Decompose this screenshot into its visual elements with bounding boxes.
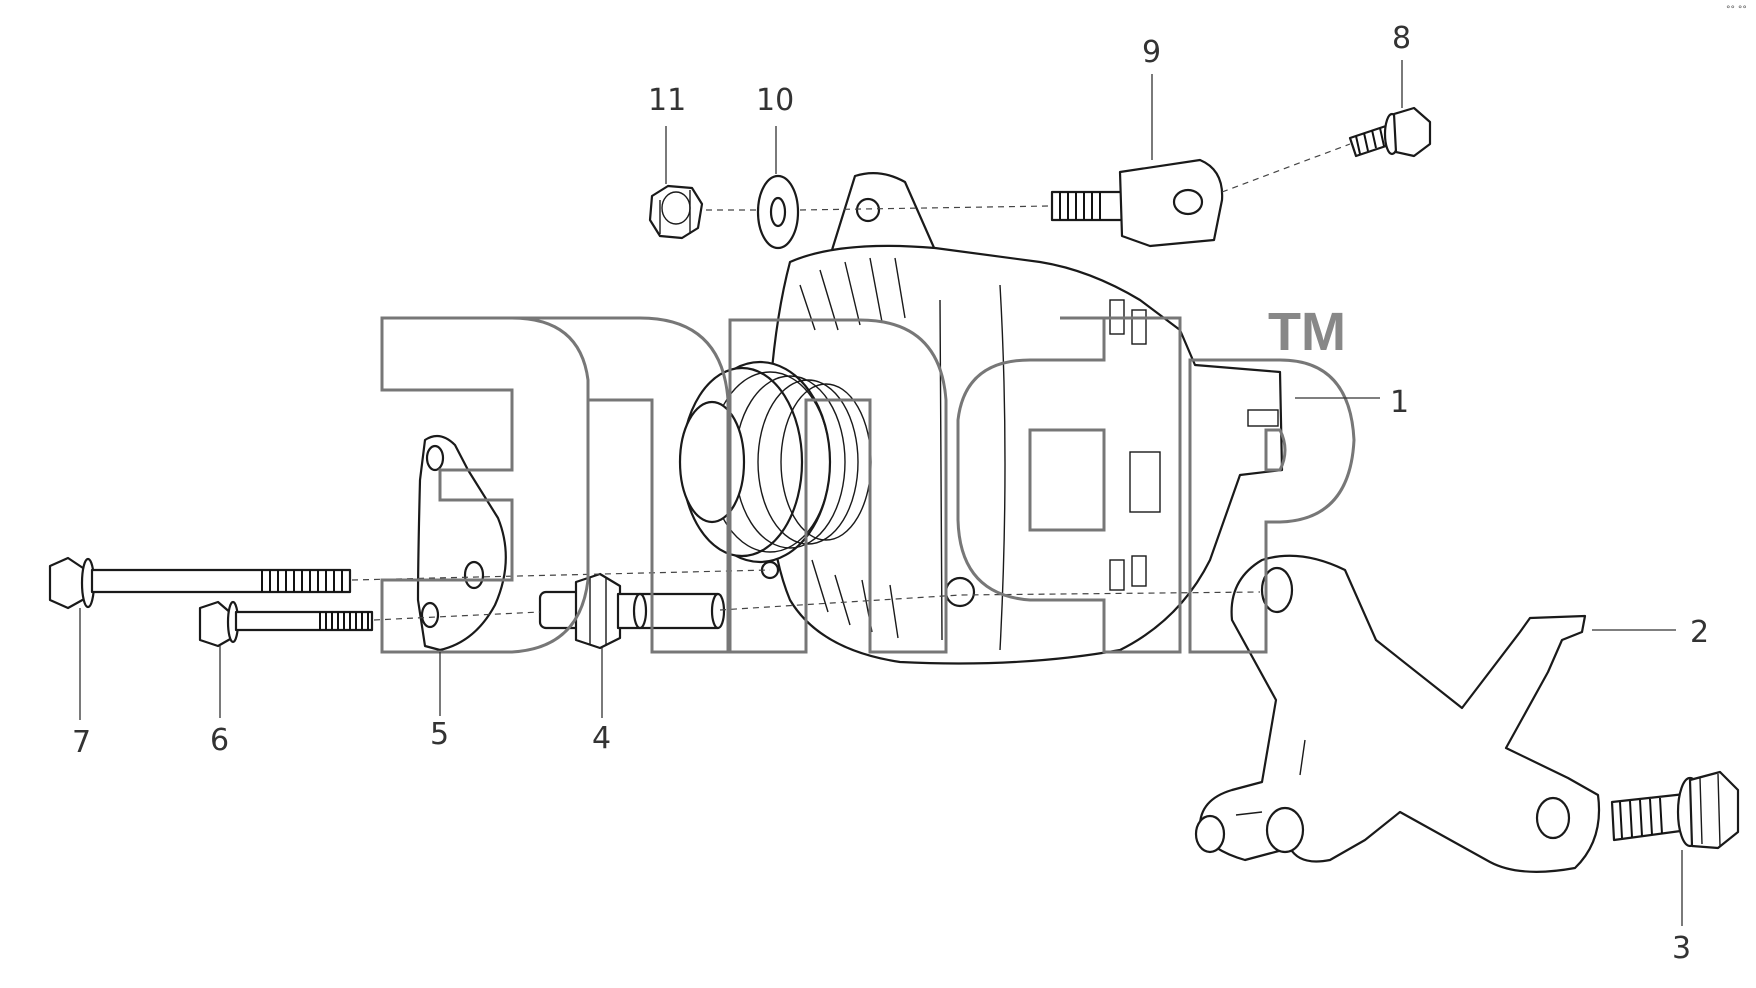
callout-11: 11: [648, 83, 686, 118]
assembly-axis-lines: [351, 143, 1351, 621]
bracket-stud-part-9: [1050, 158, 1224, 248]
watermark-logo: TM: [380, 302, 1356, 654]
adapter-plate-part-5: [416, 434, 507, 652]
washer-part-10: [756, 174, 800, 250]
callout-9: 9: [1142, 35, 1161, 70]
callout-2: 2: [1690, 615, 1709, 650]
bolt-part-8: [1348, 106, 1432, 158]
nut-part-11: [648, 184, 704, 240]
trademark-symbol: TM: [1268, 302, 1346, 362]
callout-10: 10: [756, 83, 794, 118]
callout-6: 6: [210, 723, 229, 758]
flange-bolt-part-3: [1610, 770, 1740, 850]
callout-numbers: 1 2 3 4 5 6 7 8 9 10 11: [72, 21, 1709, 966]
short-bolt-part-6: [198, 600, 374, 648]
callout-leaders: [79, 60, 1683, 926]
callout-5: 5: [430, 717, 449, 752]
stud-part-4: [538, 572, 726, 650]
callout-7: 7: [72, 725, 91, 760]
corner-mark: °° °°: [1726, 5, 1747, 15]
callout-8: 8: [1392, 21, 1411, 56]
callout-1: 1: [1390, 385, 1409, 420]
alternator-part-1: [678, 171, 1284, 665]
callout-3: 3: [1672, 931, 1691, 966]
long-bolt-part-7: [48, 556, 352, 610]
callout-4: 4: [592, 721, 611, 756]
mounting-bracket-part-2: [1194, 554, 1601, 873]
